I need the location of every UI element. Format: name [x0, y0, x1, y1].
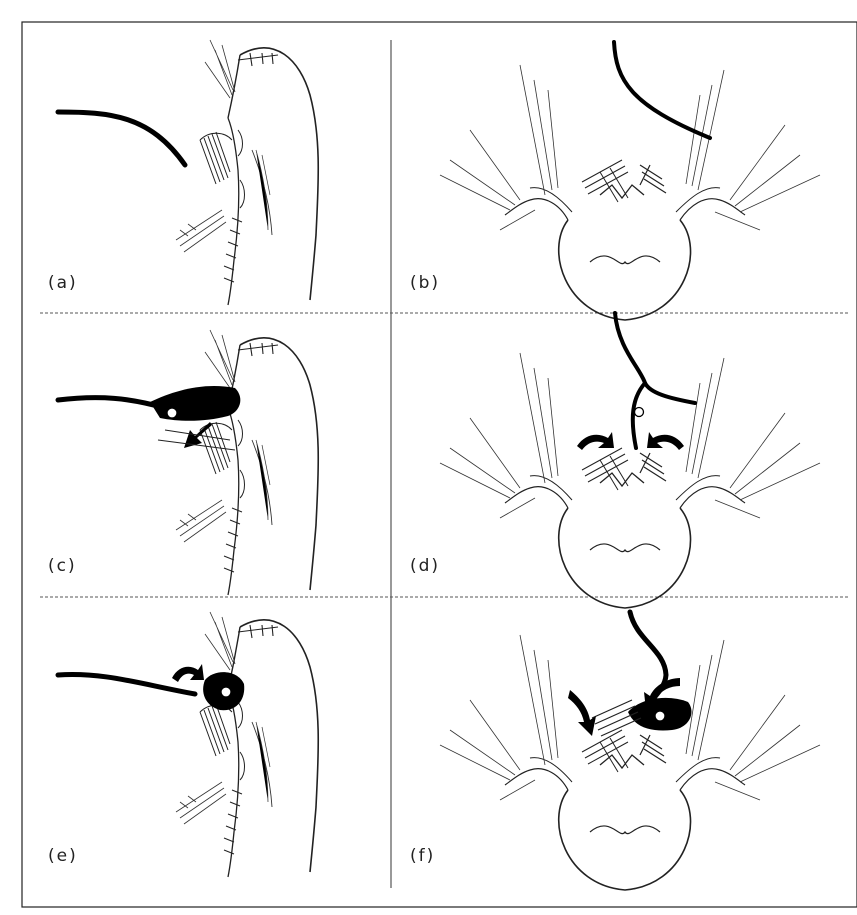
figure-frame: [22, 22, 857, 907]
panel-label-e: (e): [48, 846, 78, 866]
panel-label-b: (b): [410, 273, 440, 293]
panel-a-drawing: [58, 40, 318, 305]
panel-label-d: (d): [410, 556, 440, 576]
panel-label-f: (f): [410, 846, 435, 866]
panel-label-c: (c): [48, 556, 77, 576]
panel-e-drawing: [58, 612, 318, 877]
panel-b-drawing: [440, 42, 820, 320]
panel-label-a: (a): [48, 273, 78, 293]
panel-f-drawing: [440, 612, 820, 890]
panel-c-drawing: [58, 330, 318, 595]
panel-d-drawing: [440, 313, 820, 608]
